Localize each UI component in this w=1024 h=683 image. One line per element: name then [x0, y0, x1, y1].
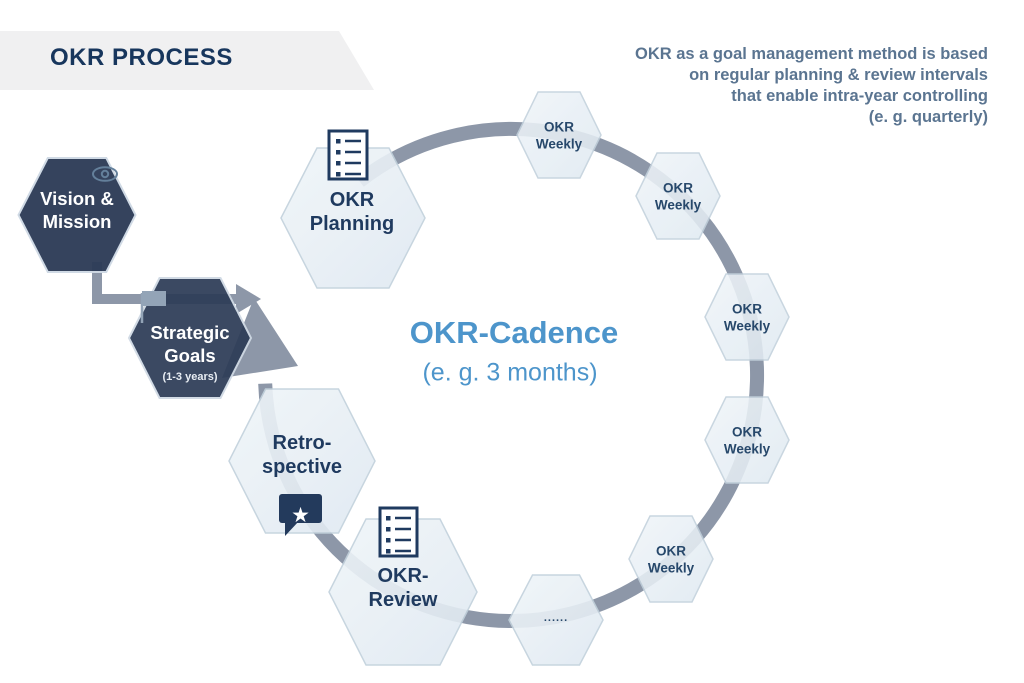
cadence-subtitle: (e. g. 3 months) [422, 358, 598, 387]
strategic-goals-hexagon [127, 277, 253, 399]
okr-weekly-label: OKR Weekly [647, 543, 695, 576]
okr-weekly-label: OKR Weekly [723, 301, 771, 334]
connector-arrowhead-icon [236, 284, 261, 314]
strategic-goals-label: Strategic Goals [150, 322, 230, 366]
gap-hexagon-label: ...... [543, 612, 569, 624]
okr-review-label: OKR- Review [368, 565, 438, 611]
okr-weekly-hexagon-2 [635, 152, 721, 240]
okr-weekly-hexagon-3 [704, 273, 790, 361]
okr-planning-label: OKR Planning [309, 189, 395, 235]
vision-mission-hexagon [17, 157, 137, 273]
strategic-goals-note: (1-3 years) [162, 371, 218, 383]
star-banner-icon: ★ [279, 494, 322, 536]
cadence-title: OKR-Cadence [409, 315, 619, 350]
vision-mission-label: Vision & Mission [40, 188, 114, 232]
okr-weekly-hexagon-5 [628, 515, 714, 603]
checklist-icon [327, 129, 369, 181]
checklist-icon [378, 506, 419, 558]
gap-hexagon [508, 574, 604, 666]
eye-icon [92, 166, 118, 182]
page-title: OKR PROCESS [50, 44, 233, 71]
okr-weekly-label: OKR Weekly [654, 180, 702, 213]
retrospective-label: Retro- spective [261, 432, 343, 478]
intro-text: OKR as a goal management method is based… [634, 45, 988, 126]
retrospective-hexagon [228, 388, 376, 534]
okr-weekly-label: OKR Weekly [535, 119, 583, 152]
okr-review-hexagon [328, 518, 478, 666]
okr-planning-hexagon [280, 147, 426, 289]
okr-weekly-hexagon-1 [516, 91, 602, 179]
title-banner: OKR PROCESS [0, 31, 374, 90]
okr-weekly-label: OKR Weekly [723, 424, 771, 457]
okr-weekly-hexagon-4 [704, 396, 790, 484]
star-glyph: ★ [291, 504, 310, 527]
flag-icon [140, 291, 166, 323]
